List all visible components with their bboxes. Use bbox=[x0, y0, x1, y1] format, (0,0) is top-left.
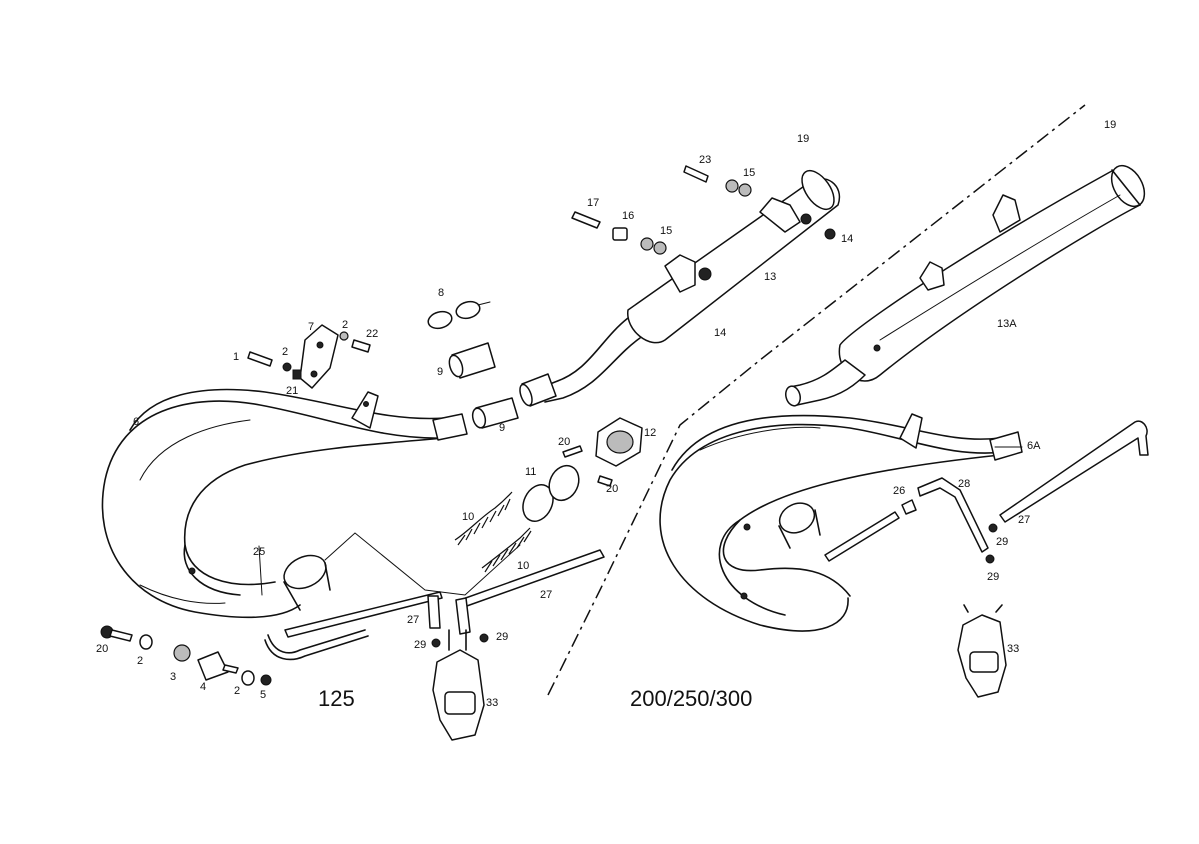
callout-20: 20 bbox=[558, 436, 570, 448]
spring-10-lower bbox=[481, 527, 532, 573]
callout-12: 12 bbox=[644, 427, 656, 439]
callout-14: 14 bbox=[714, 327, 726, 339]
variant-label-200-250-300: 200/250/300 bbox=[630, 686, 752, 711]
callout-28: 28 bbox=[958, 478, 970, 490]
callout-16: 16 bbox=[622, 210, 634, 222]
callout-3: 3 bbox=[170, 671, 176, 683]
connector-9-upper bbox=[448, 342, 496, 379]
exhaust-pipe-200-250-300 bbox=[659, 413, 1023, 632]
callout-26: 26 bbox=[893, 485, 905, 497]
variant-divider-line bbox=[547, 104, 1086, 696]
callout-27: 27 bbox=[407, 614, 419, 626]
drain-tube-27-right bbox=[999, 420, 1149, 523]
callout-leaders bbox=[258, 446, 1023, 596]
drain-tube-27-125 bbox=[264, 549, 605, 661]
variant-label-125: 125 bbox=[318, 686, 355, 711]
callout-33: 33 bbox=[486, 697, 498, 709]
callout-2: 2 bbox=[234, 685, 240, 697]
callout-20: 20 bbox=[606, 483, 618, 495]
callout-29: 29 bbox=[996, 536, 1008, 548]
callout-13: 13 bbox=[764, 271, 776, 283]
callout-23: 23 bbox=[699, 154, 711, 166]
exhaust-pipe-125 bbox=[101, 388, 468, 619]
callout-1: 1 bbox=[233, 351, 239, 363]
spring-10-upper bbox=[454, 491, 513, 546]
callout-29: 29 bbox=[496, 631, 508, 643]
callout-9: 9 bbox=[499, 422, 505, 434]
exhaust-valve-33-125 bbox=[431, 629, 489, 741]
callout-19: 19 bbox=[797, 133, 809, 145]
callout-17: 17 bbox=[587, 197, 599, 209]
callout-13a: 13A bbox=[997, 318, 1017, 330]
callout-15: 15 bbox=[660, 225, 672, 237]
drain-hose-28 bbox=[901, 477, 998, 564]
callout-2: 2 bbox=[342, 319, 348, 331]
callout-labels: 1 2 2 2 2 3 4 5 6 6A 7 8 9 9 10 10 11 12… bbox=[96, 119, 1116, 711]
callout-20: 20 bbox=[96, 643, 108, 655]
callout-25: 25 bbox=[253, 546, 265, 558]
callout-6a: 6A bbox=[1027, 440, 1041, 452]
bracket-7 bbox=[247, 324, 371, 389]
callout-8: 8 bbox=[438, 287, 444, 299]
callout-2: 2 bbox=[137, 655, 143, 667]
mount-hardware-125 bbox=[100, 625, 272, 686]
callout-33: 33 bbox=[1007, 643, 1019, 655]
callout-15: 15 bbox=[743, 167, 755, 179]
callout-10: 10 bbox=[462, 511, 474, 523]
silencer-13a bbox=[785, 164, 1146, 407]
callout-10: 10 bbox=[517, 560, 529, 572]
callout-11: 11 bbox=[525, 466, 536, 478]
hardware-upper bbox=[571, 165, 836, 255]
callout-21: 21 bbox=[286, 385, 298, 397]
callout-4: 4 bbox=[200, 681, 206, 693]
callout-9: 9 bbox=[437, 366, 443, 378]
silencer-125 bbox=[519, 169, 841, 407]
spring-clamp-8 bbox=[427, 300, 491, 330]
callout-6: 6 bbox=[133, 416, 139, 428]
connector-9-lower bbox=[471, 397, 519, 429]
callout-19: 19 bbox=[1104, 119, 1116, 131]
callout-14: 14 bbox=[841, 233, 853, 245]
callout-2: 2 bbox=[282, 346, 288, 358]
callout-27: 27 bbox=[540, 589, 552, 601]
flange-12 bbox=[562, 417, 643, 487]
callout-29: 29 bbox=[414, 639, 426, 651]
callout-27: 27 bbox=[1018, 514, 1030, 526]
callout-7: 7 bbox=[308, 321, 314, 333]
callout-22: 22 bbox=[366, 328, 378, 340]
callout-29: 29 bbox=[987, 571, 999, 583]
exhaust-valve-33-right bbox=[957, 604, 1007, 698]
gasket-11 bbox=[522, 464, 580, 522]
callout-5: 5 bbox=[260, 689, 266, 701]
